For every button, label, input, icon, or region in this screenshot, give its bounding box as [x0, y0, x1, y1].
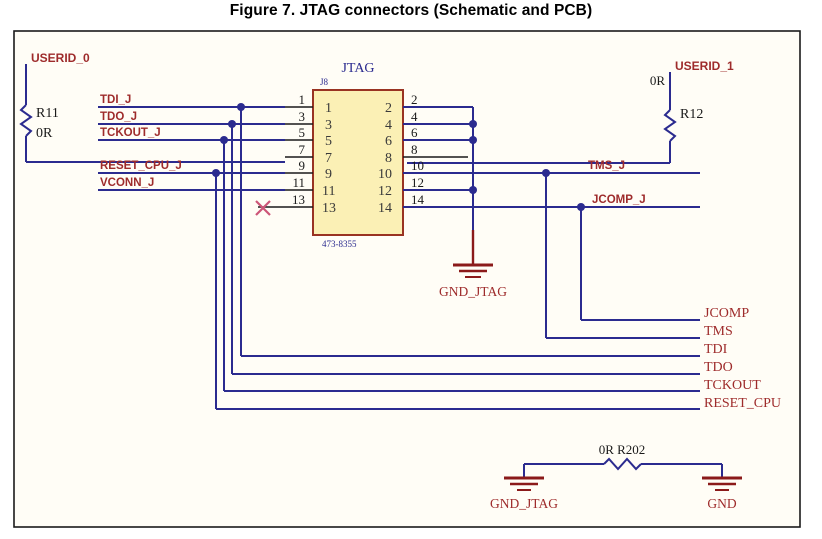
userid1-r12-group [407, 72, 677, 164]
pin-number-outer-5: 5 [299, 125, 306, 140]
junction-dot-tdi [237, 103, 245, 111]
pin-number-inner-5: 5 [325, 134, 332, 149]
net-label-reset-cpu-j: RESET_CPU_J [100, 160, 182, 172]
pin-number-outer-4: 4 [411, 109, 418, 124]
pin-number-outer-2: 2 [411, 92, 418, 107]
pin-number-outer-9: 9 [299, 158, 306, 173]
resistor-r11-designator: R11 [36, 106, 59, 121]
pin-number-inner-1: 1 [325, 101, 332, 116]
output-net-label-tdo: TDO [704, 360, 733, 375]
ground-symbol-gnd-bottom [702, 476, 742, 491]
pin-number-outer-7: 7 [299, 142, 306, 157]
net-label-userid-0: USERID_0 [31, 51, 90, 65]
net-label-tms-j: TMS_J [588, 160, 625, 172]
r202-network [504, 457, 742, 491]
net-label-tdo-j: TDO_J [100, 111, 137, 123]
junction-dot-pin12 [469, 186, 477, 194]
ground-symbol-gnd-jtag-main [453, 230, 493, 278]
figure-title: Figure 7. JTAG connectors (Schematic and… [229, 2, 593, 19]
output-net-label-tms: TMS [704, 324, 733, 339]
pin-number-outer-6: 6 [411, 125, 418, 140]
pin-number-inner-9: 9 [325, 167, 332, 182]
pin-number-inner-14: 14 [378, 201, 392, 216]
connector-name-label: JTAG [341, 61, 374, 76]
junction-dot-pin6 [469, 136, 477, 144]
output-net-label-reset-cpu: RESET_CPU [704, 396, 781, 411]
pin-number-inner-4: 4 [385, 118, 392, 133]
resistor-r12-symbol [663, 109, 677, 142]
pin-number-outer-12: 12 [411, 175, 424, 190]
pin-number-outer-10: 10 [411, 158, 424, 173]
net-label-userid-1: USERID_1 [675, 59, 734, 73]
ground-label-gnd-jtag-main: GND_JTAG [439, 284, 507, 299]
pin-number-inner-8: 8 [385, 151, 392, 166]
output-net-label-jcomp: JCOMP [704, 306, 749, 321]
tms-j-branch [403, 169, 700, 339]
net-label-tdi-j: TDI_J [100, 94, 131, 106]
left-drop-buses [215, 107, 700, 410]
net-label-jcomp-j: JCOMP_J [592, 194, 646, 206]
pin-number-inner-3: 3 [325, 118, 332, 133]
pin-number-outer-11: 11 [292, 175, 305, 190]
left-junction-dots [212, 103, 245, 177]
resistor-r12-value: 0R [650, 73, 666, 88]
resistor-r11-value: 0R [36, 126, 53, 141]
pin-number-inner-13: 13 [322, 201, 336, 216]
connector-designator-label: J8 [320, 77, 329, 87]
figure-frame [13, 30, 801, 528]
pin-number-outer-13: 13 [292, 192, 305, 207]
connector-body-j8[interactable] [312, 89, 404, 236]
connector-part-number-label: 473-8355 [322, 239, 357, 249]
resistor-r202-label: 0R R202 [599, 442, 646, 457]
resistor-r12-designator: R12 [680, 107, 703, 122]
junction-dot-pin4 [469, 120, 477, 128]
net-label-vconn-j: VCONN_J [100, 177, 154, 189]
left-signal-wires [98, 106, 285, 191]
jcomp-j-branch [403, 203, 700, 321]
connector-left-pin-stubs [258, 106, 313, 208]
resistor-r11-symbol [19, 104, 33, 137]
no-connect-marker-pin13 [255, 200, 271, 216]
junction-dot-tdo [228, 120, 236, 128]
ground-label-gnd-bottom: GND [707, 496, 736, 511]
pin-number-inner-7: 7 [325, 151, 332, 166]
output-net-label-tdi: TDI [704, 342, 728, 357]
junction-dot-tckout [220, 136, 228, 144]
ground-label-gnd-jtag-bottom: GND_JTAG [490, 496, 558, 511]
pin-number-inner-6: 6 [385, 134, 392, 149]
pin-number-outer-1: 1 [299, 92, 306, 107]
pin-number-outer-3: 3 [299, 109, 306, 124]
pin-number-inner-2: 2 [385, 101, 392, 116]
pin-number-inner-11: 11 [322, 184, 335, 199]
resistor-r202-symbol [603, 457, 642, 471]
right-gnd-bus [403, 106, 477, 230]
ground-symbol-gnd-jtag-bottom [504, 476, 544, 491]
pin-number-outer-14: 14 [411, 192, 425, 207]
junction-dot-reset-cpu [212, 169, 220, 177]
pin-number-outer-8: 8 [411, 142, 418, 157]
pin-number-inner-12: 12 [378, 184, 392, 199]
pin-number-inner-10: 10 [378, 167, 392, 182]
net-label-tckout-j: TCKOUT_J [100, 127, 161, 139]
output-net-label-tckout: TCKOUT [704, 378, 761, 393]
